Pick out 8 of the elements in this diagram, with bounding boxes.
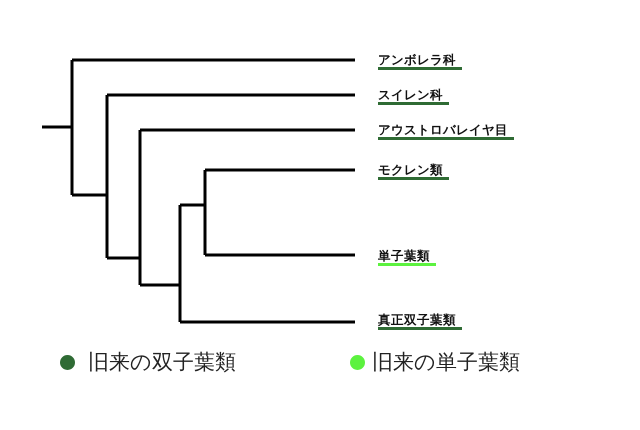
taxon-label: モクレン類	[378, 162, 449, 180]
legend-label: 旧来の単子葉類	[372, 349, 520, 376]
taxon-label: アンボレラ科	[378, 52, 462, 70]
taxon-label: 真正双子葉類	[378, 312, 462, 330]
legend-label: 旧来の双子葉類	[88, 349, 236, 376]
taxon-label: 単子葉類	[378, 248, 436, 266]
taxon-label: スイレン科	[378, 87, 449, 105]
taxon-label: アウストロバレイヤ目	[378, 122, 514, 140]
